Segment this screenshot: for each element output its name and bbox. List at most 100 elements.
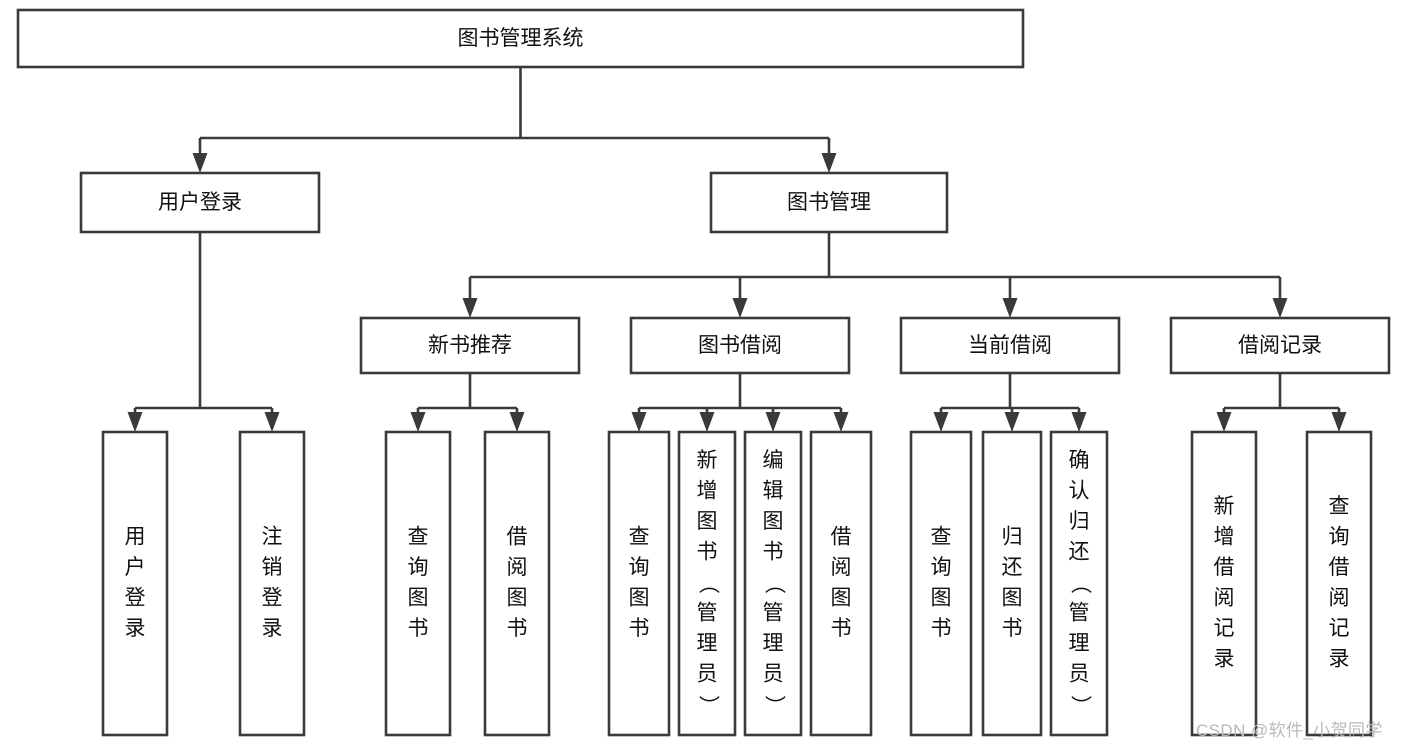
node-current[interactable]: 当前借阅 — [899, 316, 1121, 375]
glyph: 书 — [629, 617, 650, 640]
glyph: 书 — [408, 617, 429, 640]
node-box[interactable] — [384, 430, 452, 737]
node-box[interactable] — [981, 430, 1043, 737]
node-box[interactable] — [1190, 430, 1258, 737]
glyph: 增 — [697, 480, 718, 503]
node-box[interactable] — [1305, 430, 1373, 737]
glyph: 理 — [763, 632, 784, 655]
node-records[interactable]: 借阅记录 — [1169, 316, 1391, 375]
glyph: 注 — [262, 525, 283, 548]
glyph: 员 — [697, 663, 718, 686]
glyph: ） — [696, 695, 719, 716]
glyph: 图 — [629, 586, 650, 609]
glyph: （ — [762, 573, 785, 594]
glyph: 录 — [1329, 647, 1350, 670]
glyph: 录 — [262, 617, 283, 640]
node-box[interactable] — [809, 430, 873, 737]
glyph: 询 — [1329, 525, 1350, 548]
glyph: 增 — [1214, 525, 1235, 548]
node-label: 当前借阅 — [968, 334, 1052, 357]
node-box[interactable] — [1169, 316, 1391, 375]
glyph: （ — [1068, 573, 1091, 594]
glyph: 阅 — [507, 556, 528, 579]
node-box[interactable] — [238, 430, 306, 737]
glyph: 还 — [1069, 541, 1090, 564]
glyph: 借 — [507, 525, 528, 548]
node-login[interactable]: 用户登录 — [79, 171, 321, 234]
node-label: 图书管理系统 — [458, 27, 584, 50]
node-label-vertical: 用户登录 — [125, 525, 146, 640]
glyph: 查 — [931, 525, 952, 548]
glyph: 新 — [1214, 495, 1235, 518]
glyph: 阅 — [831, 556, 852, 579]
node-box[interactable] — [629, 316, 851, 375]
node-box[interactable] — [16, 8, 1025, 69]
node-box[interactable] — [1049, 430, 1109, 737]
node-box[interactable] — [483, 430, 551, 737]
node-label: 用户登录 — [158, 191, 242, 214]
node-borrow[interactable]: 图书借阅 — [629, 316, 851, 375]
node-box[interactable] — [359, 316, 581, 375]
glyph: 图 — [507, 586, 528, 609]
glyph: 借 — [1329, 556, 1350, 579]
node-box[interactable] — [79, 171, 321, 234]
node-root[interactable]: 图书管理系统 — [16, 8, 1025, 69]
glyph: 管 — [763, 602, 784, 625]
glyph: 录 — [125, 617, 146, 640]
glyph: 图 — [931, 586, 952, 609]
glyph: 询 — [931, 556, 952, 579]
node-newbook[interactable]: 新书推荐 — [359, 316, 581, 375]
glyph: 图 — [697, 510, 718, 533]
glyph: 书 — [931, 617, 952, 640]
node-bookmgmt[interactable]: 图书管理 — [709, 171, 949, 234]
node-box[interactable] — [607, 430, 671, 737]
glyph: 查 — [408, 525, 429, 548]
glyph: 用 — [125, 525, 146, 548]
glyph: 图 — [763, 510, 784, 533]
glyph: 记 — [1214, 617, 1235, 640]
connector-group-borrow — [631, 373, 849, 432]
connector-group-records — [1216, 373, 1347, 432]
node-box[interactable] — [709, 171, 949, 234]
glyph: 归 — [1069, 510, 1090, 533]
glyph: 辑 — [763, 480, 784, 503]
glyph: 查 — [629, 525, 650, 548]
glyph: 图 — [408, 586, 429, 609]
glyph: 图 — [831, 586, 852, 609]
node-box[interactable] — [899, 316, 1121, 375]
node-box[interactable] — [743, 430, 803, 737]
node-box[interactable] — [909, 430, 973, 737]
node-box[interactable] — [677, 430, 737, 737]
node-box[interactable] — [101, 430, 169, 737]
connector-group-current — [933, 373, 1087, 432]
glyph: 归 — [1002, 525, 1023, 548]
glyph: ） — [762, 695, 785, 716]
glyph: 借 — [1214, 556, 1235, 579]
glyph: （ — [696, 573, 719, 594]
node-layer: 图书管理系统用户登录图书管理新书推荐图书借阅当前借阅借阅记录用户登录注销登录查询… — [16, 8, 1391, 737]
glyph: 书 — [831, 617, 852, 640]
glyph: 图 — [1002, 586, 1023, 609]
glyph: 登 — [125, 586, 146, 609]
glyph: 编 — [763, 449, 784, 472]
node-leaf-user-login[interactable]: 用户登录 — [101, 430, 169, 737]
glyph: 询 — [629, 556, 650, 579]
